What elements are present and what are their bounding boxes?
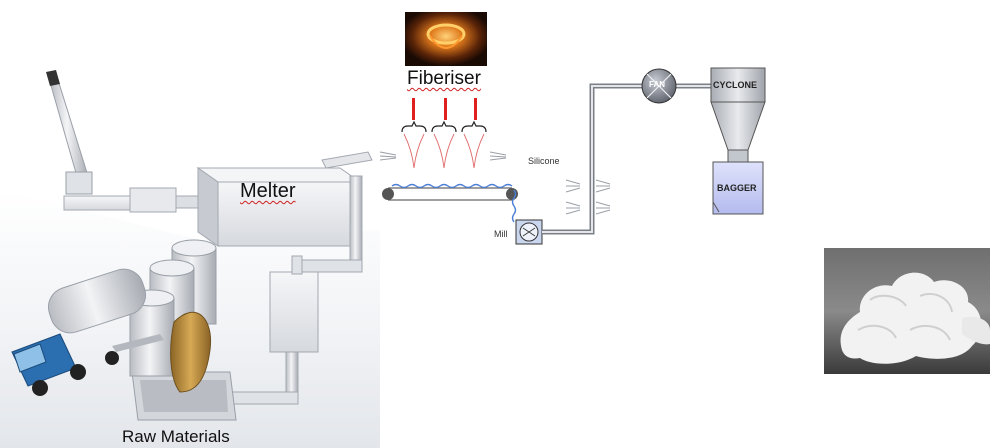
conveyor-belt (382, 183, 518, 223)
plant-illustration (0, 70, 380, 448)
mill-label: Mill (494, 229, 508, 239)
fiberiser-photo (405, 12, 487, 66)
silos (129, 239, 217, 393)
mineral-wool-photo (824, 248, 990, 374)
air-jets-duct (565, 179, 611, 215)
duct-upper (63, 187, 201, 213)
fan-label: FAN (649, 80, 665, 89)
air-jets-fiberiser (379, 151, 507, 161)
fibre-spray (403, 133, 485, 169)
mill (515, 219, 543, 245)
melter-label: Melter (240, 180, 296, 202)
melter-outlet-pipe (299, 151, 373, 273)
bagger-label: BAGGER (717, 183, 757, 193)
fiberiser-label: Fiberiser (407, 68, 481, 89)
melter-box (196, 167, 362, 247)
fiberiser-spouts (401, 98, 487, 133)
silicone-label: Silicone (528, 156, 560, 166)
air-duct-inner (542, 85, 642, 233)
exhaust-stack (46, 70, 93, 195)
hopper-base (131, 371, 237, 421)
truck (11, 268, 147, 396)
fan (641, 68, 677, 104)
belt-conveyor (112, 334, 164, 352)
cyclone-label: CYCLONE (713, 80, 758, 90)
cyclone (710, 67, 766, 163)
bagger (712, 161, 764, 215)
raw-materials-label: Raw Materials (122, 427, 230, 446)
